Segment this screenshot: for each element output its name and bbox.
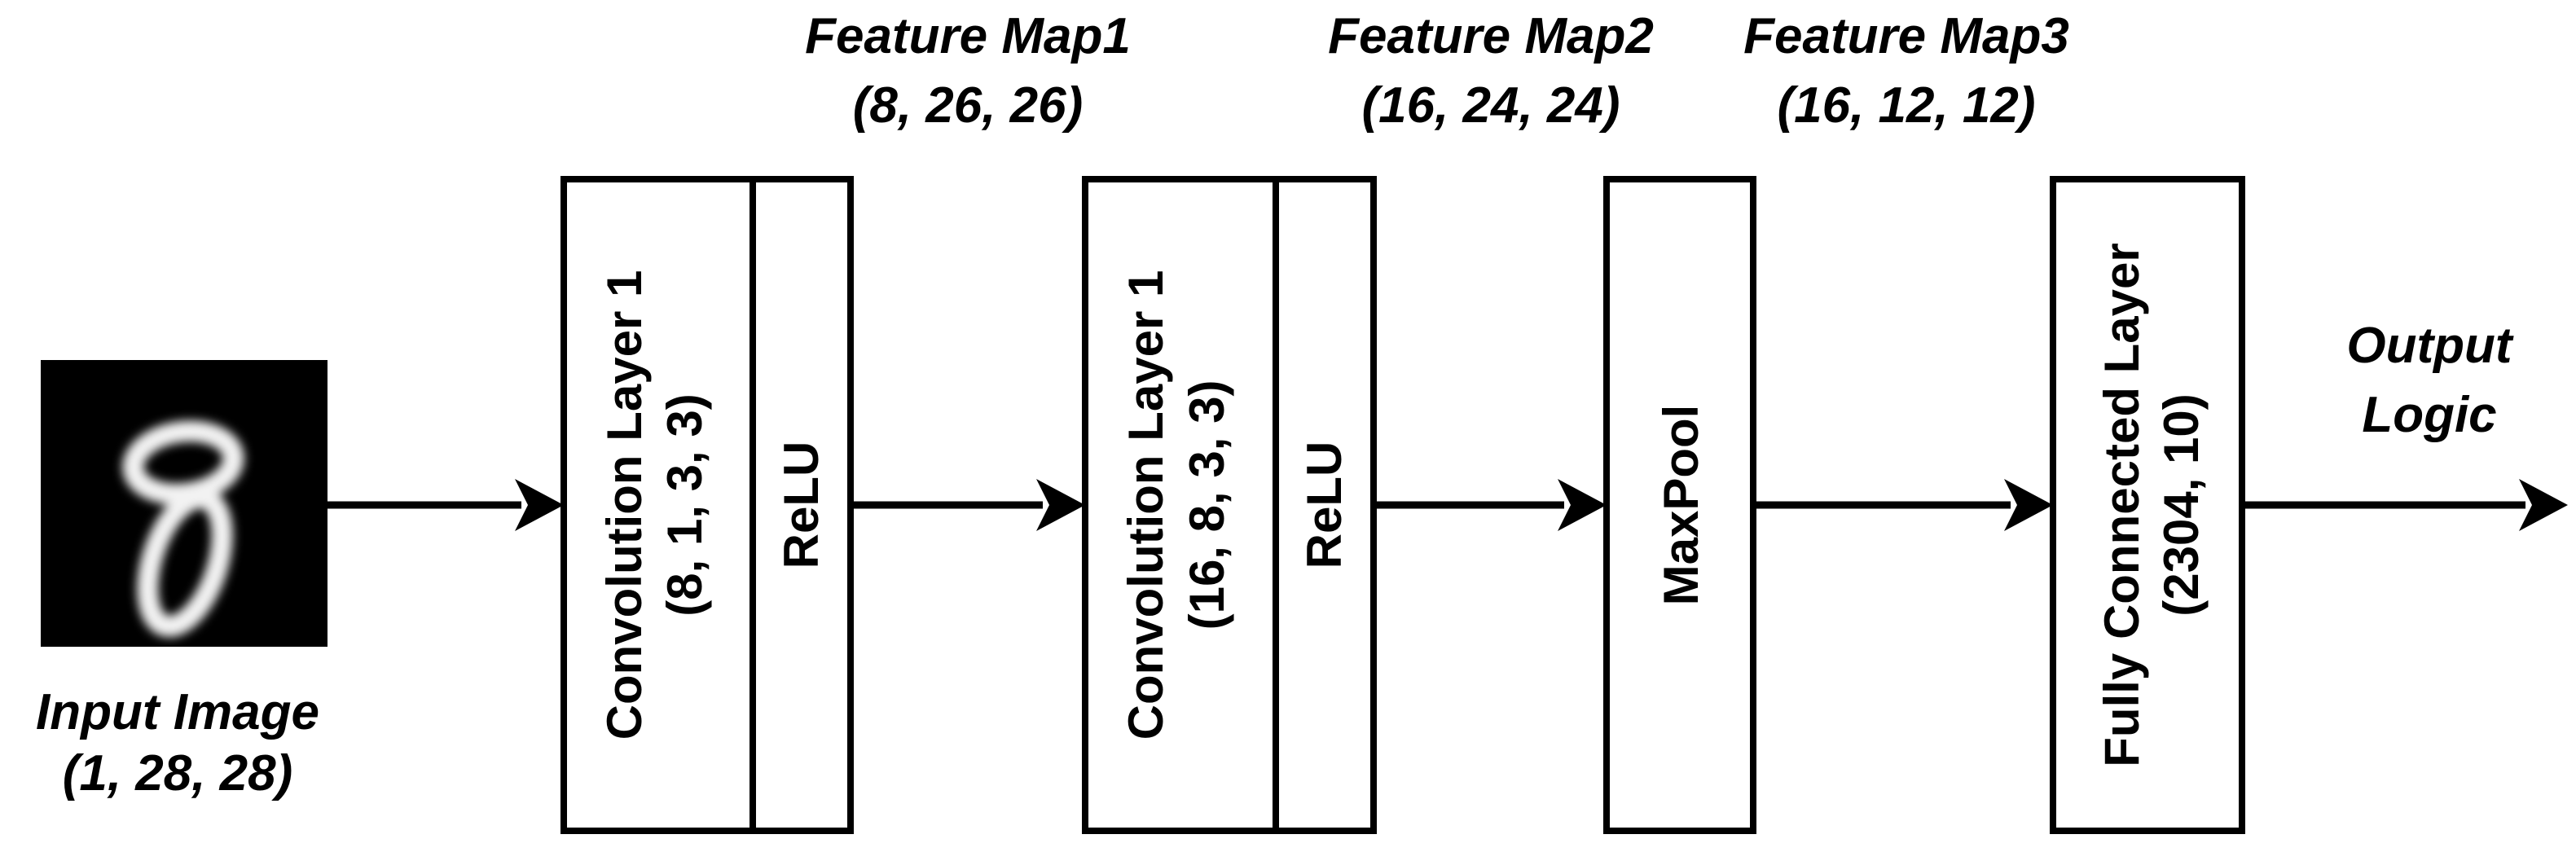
conv1-block: [560, 176, 854, 834]
maxpool-block: [1603, 176, 1756, 834]
conv2-label: Convolution Layer 1: [1119, 270, 1173, 740]
feature-map1-name: Feature Map1: [805, 8, 1131, 64]
arrow-pool-to-fc: [1753, 479, 2053, 531]
conv1-label: Convolution Layer 1: [597, 270, 652, 740]
conv2-block: [1082, 176, 1377, 834]
arrow-input-to-conv1: [327, 479, 564, 531]
feature-map3-shape: (16, 12, 12): [1777, 77, 2035, 134]
conv1-shape: (8, 1, 3, 3): [657, 393, 712, 616]
arrow-conv1-to-conv2: [851, 479, 1085, 531]
fc-block: [2050, 176, 2245, 834]
feature-map2-name: Feature Map2: [1328, 8, 1654, 64]
conv2-shape: (16, 8, 3, 3): [1180, 380, 1234, 630]
conv1-relu-label: ReLU: [774, 441, 829, 569]
conv2-relu-label: ReLU: [1297, 441, 1352, 569]
output-label-line2: Logic: [2362, 387, 2496, 443]
arrow-conv2-to-pool: [1374, 479, 1607, 531]
input-image: [41, 360, 327, 647]
maxpool-label: MaxPool: [1654, 405, 1708, 606]
input-label-line1: Input Image: [36, 684, 319, 740]
fc-label: Fully Connected Layer: [2095, 243, 2149, 766]
feature-map3-name: Feature Map3: [1743, 8, 2069, 64]
feature-map2-shape: (16, 24, 24): [1361, 77, 1620, 134]
output-label-line1: Output: [2346, 318, 2513, 374]
feature-map1-shape: (8, 26, 26): [853, 77, 1084, 134]
fc-shape: (2304, 10): [2154, 393, 2209, 617]
arrow-fc-to-output: [2242, 479, 2568, 531]
input-label-line2: (1, 28, 28): [63, 745, 293, 801]
